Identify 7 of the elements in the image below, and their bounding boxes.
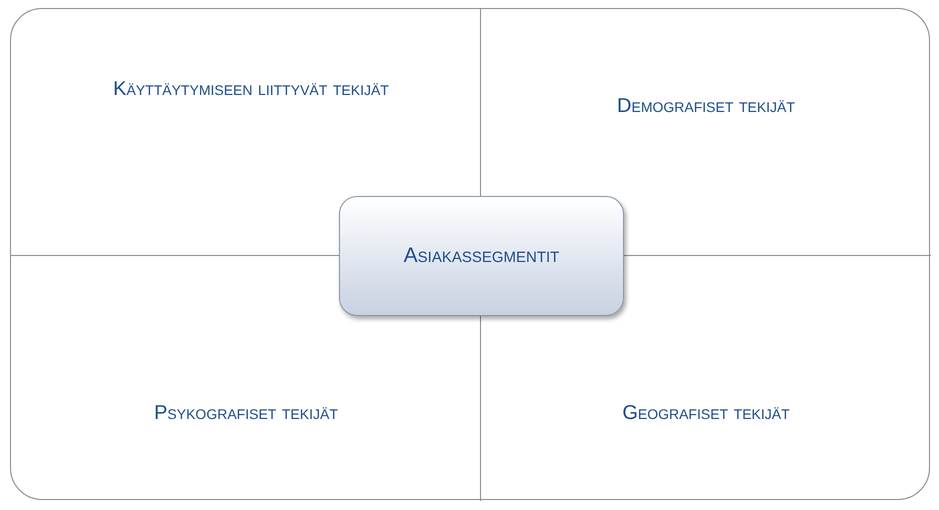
segment-label: Psykografiset tekijät	[153, 401, 339, 425]
center-box	[339, 196, 624, 316]
segment-label: Geografiset tekijät	[621, 401, 791, 425]
segment-label: Käyttäytymiseen liittyvät tekijät	[112, 77, 390, 101]
segment-label: Asiakassegmentit	[404, 244, 560, 268]
segment-label: Demografiset tekijät	[616, 94, 796, 118]
rounded-frame	[10, 8, 930, 500]
